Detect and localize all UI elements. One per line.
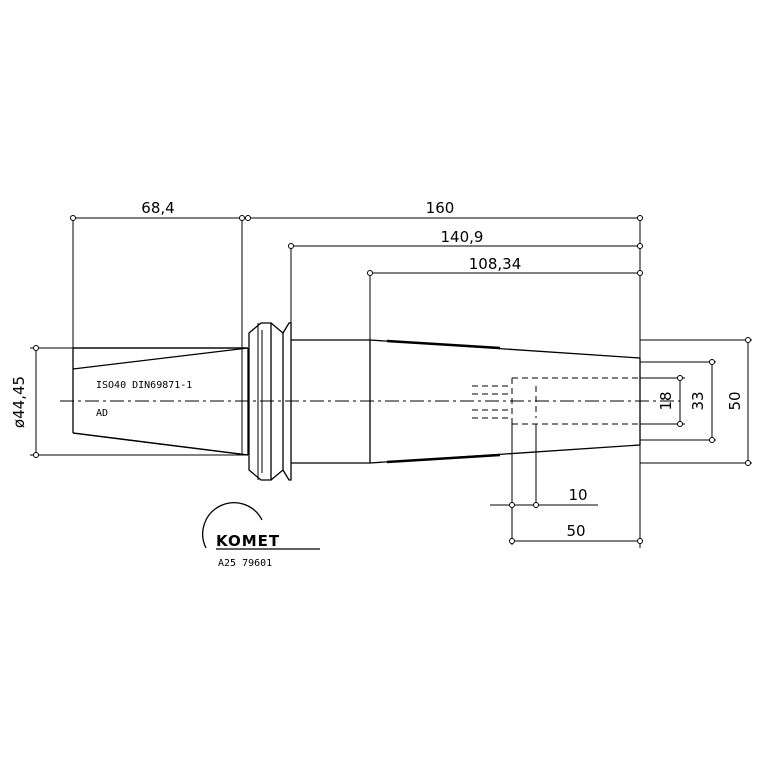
dim-50-bottom-label: 50 <box>566 522 585 540</box>
dim-44-45-label: ø44,45 <box>10 376 28 428</box>
taper-shank <box>72 347 249 456</box>
dim-50-right: 50 <box>640 337 752 466</box>
dim-140-9: 140,9 <box>288 228 643 340</box>
dim-44-45: ø44,45 <box>10 345 248 458</box>
dim-140-9-label: 140,9 <box>441 228 484 246</box>
form-label: AD <box>96 408 108 419</box>
dim-33-label: 33 <box>689 391 707 410</box>
dim-108-34: 108,34 <box>367 255 643 340</box>
dim-33: 33 <box>640 359 716 443</box>
article-number: A25 79601 <box>218 558 272 569</box>
dim-10-label: 10 <box>568 486 587 504</box>
dim-18: 18 <box>640 375 685 427</box>
dim-108-34-label: 108,34 <box>469 255 522 273</box>
tool-body <box>291 339 641 464</box>
dim-50-right-label: 50 <box>726 391 744 410</box>
dim-50-bottom: 50 <box>509 522 643 544</box>
logo-text: KOMET <box>216 532 280 550</box>
dim-160-label: 160 <box>426 199 455 217</box>
dim-10: 10 <box>490 424 598 545</box>
standard-label: ISO40 DIN69871-1 <box>96 380 192 391</box>
dim-18-label: 18 <box>657 391 675 410</box>
dim-68-4: 68,4 <box>70 199 245 455</box>
komet-logo: KOMET A25 79601 <box>202 502 320 569</box>
dim-68-4-label: 68,4 <box>141 199 174 217</box>
